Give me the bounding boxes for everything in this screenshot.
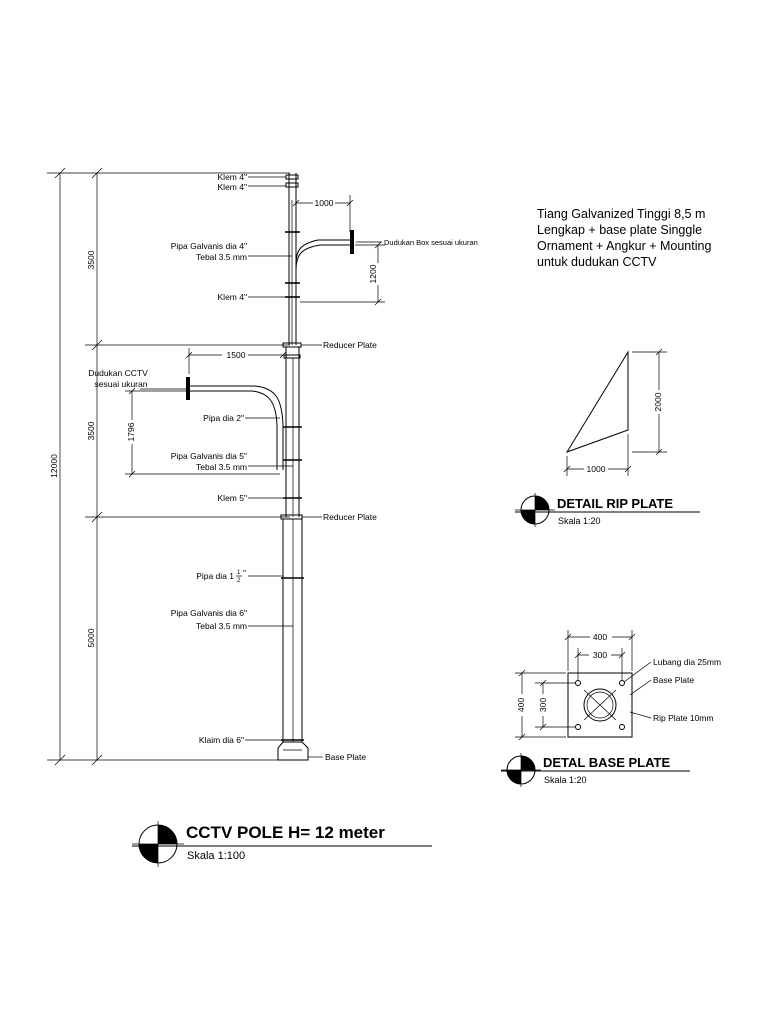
label-pipa6-line2: Tebal 3.5 mm: [196, 621, 247, 631]
base-plate-title-block: [501, 753, 690, 787]
base-dim-400-left: 400: [516, 698, 526, 712]
label-pipa-1-half: Pipa dia 1 1 2 ": [196, 568, 246, 584]
label-pipa5-line1: Pipa Galvanis dia 5": [171, 451, 247, 461]
rip-plate-title: DETAIL RIP PLATE: [557, 496, 673, 511]
base-dim-300-left: 300: [538, 698, 548, 712]
label-dudukan-box: Dudukan Box sesuai ukuran: [384, 238, 478, 247]
rip-dim-height: 2000: [653, 392, 663, 411]
label-klem4-b: Klem 4": [218, 182, 247, 192]
description-line-2: Lengkap + base plate Singgle: [537, 223, 702, 237]
rip-plate-scale: Skala 1:20: [558, 516, 601, 526]
base-dim-400-top: 400: [593, 632, 607, 642]
label-pipa-1-half-prefix: Pipa dia 1: [196, 571, 234, 581]
label-frac-num: 1: [237, 570, 241, 576]
rip-dim-width: 1000: [587, 464, 606, 474]
dim-cctv-drop: 1796: [126, 422, 136, 441]
pole: [277, 173, 309, 761]
dim-total: 12000: [49, 454, 59, 478]
description-line-1: Tiang Galvanized Tinggi 8,5 m: [537, 207, 705, 221]
label-klem5: Klem 5": [218, 493, 247, 503]
label-klem4-c: Klem 4": [218, 292, 247, 302]
label-pipa4-line1: Pipa Galvanis dia 4": [171, 241, 247, 251]
base-dim-300-top: 300: [593, 650, 607, 660]
label-reducer-1: Reducer Plate: [323, 340, 377, 350]
dim-upper: 3500: [86, 250, 96, 269]
base-label-base: Base Plate: [653, 675, 694, 685]
description-line-4: untuk dudukan CCTV: [537, 255, 657, 269]
main-scale: Skala 1:100: [187, 850, 245, 862]
upper-arm: [292, 195, 385, 306]
description-note: Tiang Galvanized Tinggi 8,5 m Lengkap + …: [537, 207, 711, 269]
main-title: CCTV POLE H= 12 meter: [186, 823, 385, 842]
label-pipa2: Pipa dia 2": [203, 413, 244, 423]
label-dudukan-cctv-line1: Dudukan CCTV: [88, 368, 148, 378]
label-frac-den: 2: [237, 578, 241, 584]
base-label-lubang: Lubang dia 25mm: [653, 657, 721, 667]
dim-middle: 3500: [86, 421, 96, 440]
label-klaim6: Klaim dia 6": [199, 735, 244, 745]
rip-plate-detail: [563, 348, 667, 476]
label-reducer-2: Reducer Plate: [323, 512, 377, 522]
base-label-rip: Rip Plate 10mm: [653, 713, 713, 723]
label-leaders: [140, 176, 323, 758]
label-pipa5-line2: Tebal 3.5 mm: [196, 462, 247, 472]
dim-box-drop: 1200: [368, 264, 378, 283]
label-dudukan-cctv-line2: sesuai ukuran: [95, 379, 148, 389]
base-plate-scale: Skala 1:20: [544, 775, 587, 785]
description-line-3: Ornament + Angkur + Mounting: [537, 239, 711, 253]
main-title-block: [132, 821, 432, 867]
dim-arm-top: 1000: [315, 198, 334, 208]
label-base-plate: Base Plate: [325, 752, 366, 762]
dim-lower: 5000: [86, 628, 96, 647]
label-frac-suffix: ": [243, 568, 246, 578]
dim-arm-cctv: 1500: [227, 350, 246, 360]
base-plate-title: DETAL BASE PLATE: [543, 755, 670, 770]
label-pipa6-line1: Pipa Galvanis dia 6": [171, 608, 247, 618]
base-plate-detail: [515, 630, 652, 741]
rip-plate-title-block: [515, 493, 700, 527]
vertical-dimensions: [47, 167, 290, 766]
label-klem4-a: Klem 4": [218, 172, 247, 182]
label-pipa4-line2: Tebal 3.5 mm: [196, 252, 247, 262]
cctv-arm: [125, 348, 287, 478]
